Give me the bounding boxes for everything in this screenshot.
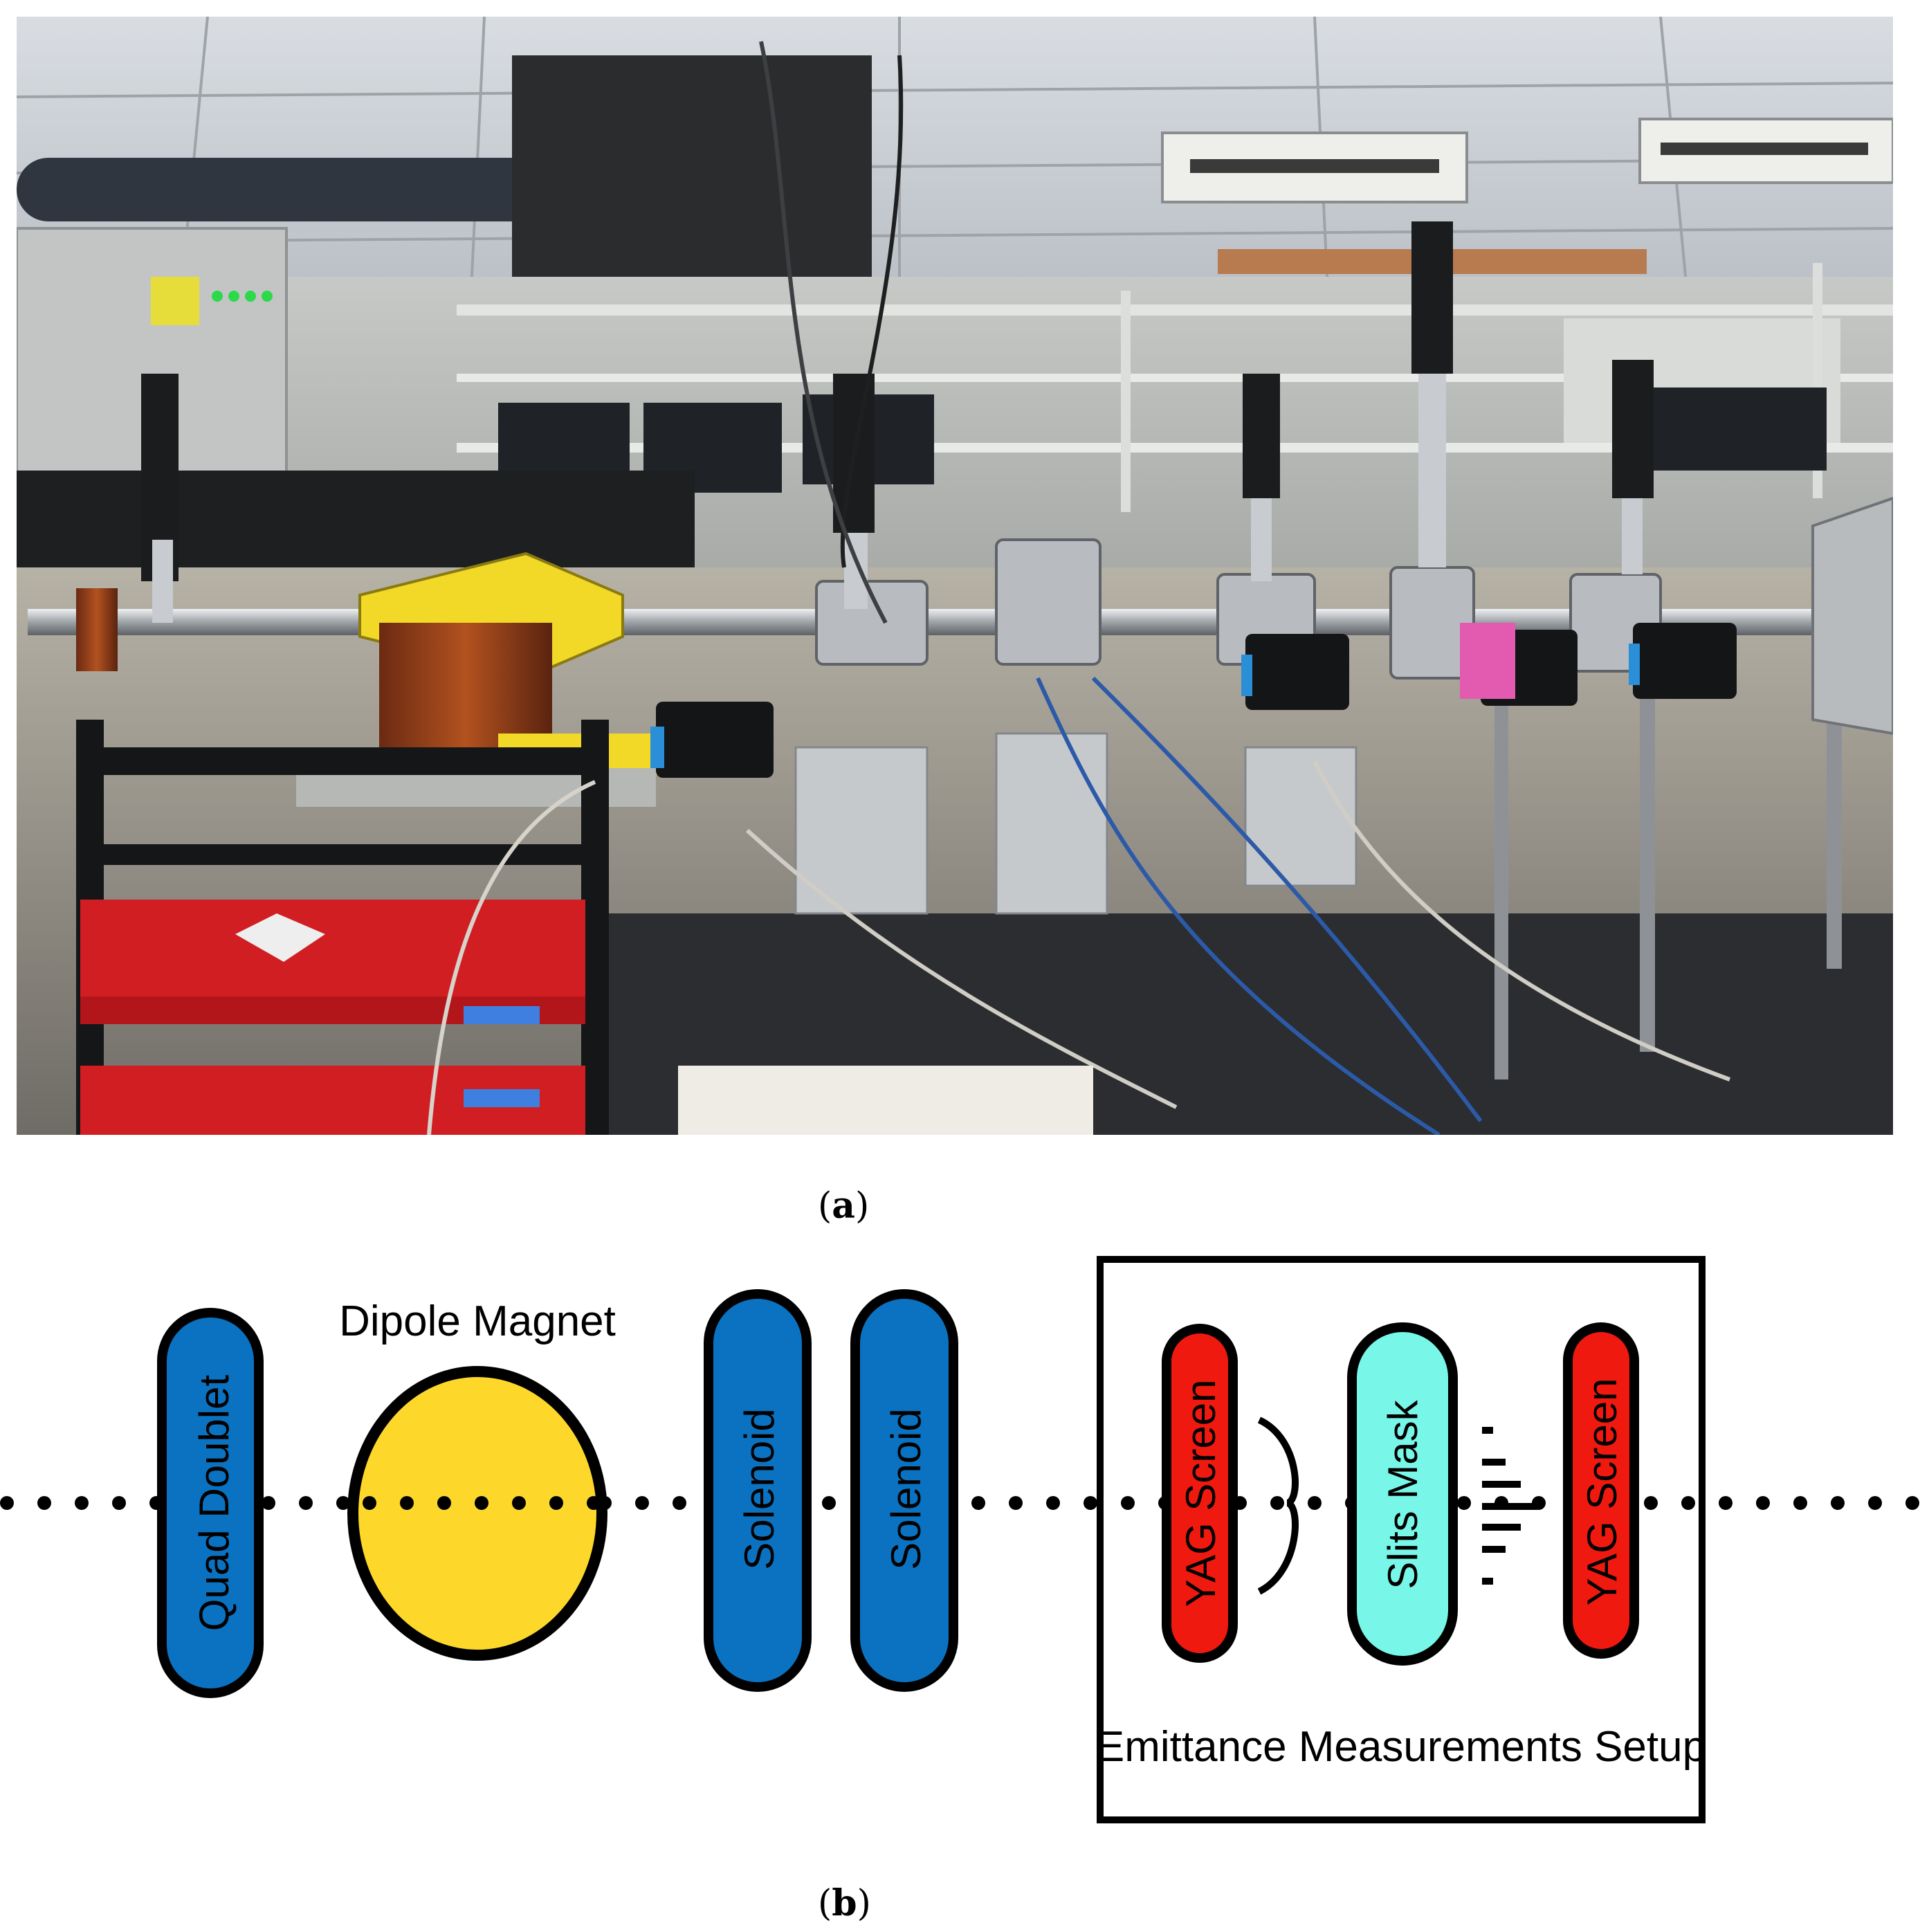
quad-coil-photo	[76, 588, 118, 671]
solenoid-1-shape	[704, 1289, 812, 1692]
setup-box-frame	[1097, 1256, 1706, 1823]
ac-vent-left	[1190, 159, 1439, 173]
dipole-magnet: Dipole Magnet	[339, 1297, 616, 1661]
ventilation-duct	[17, 158, 639, 221]
lab-photo	[17, 17, 1893, 1135]
yag-screen-1-shape	[1162, 1324, 1238, 1663]
cables	[427, 41, 1731, 1135]
quad-doublet: Quad Doublet	[157, 1308, 264, 1698]
beamlets	[1482, 1427, 1537, 1585]
caption-a: (a)	[818, 1185, 869, 1227]
slits-mask: Slits Mask	[1347, 1322, 1458, 1666]
support-posts	[1494, 678, 1842, 1079]
warning-sticker	[151, 277, 199, 325]
yag-screen-1: YAG Screen	[1162, 1324, 1238, 1663]
solenoid-1-label: Solenoid	[736, 1408, 783, 1570]
yag-screen-2-label: YAG Screen	[1579, 1378, 1625, 1605]
solenoid-1: Solenoid	[704, 1289, 812, 1692]
cabinet-leds	[212, 291, 273, 302]
pink-mount	[1460, 623, 1515, 699]
right-housing	[1811, 496, 1893, 736]
setup-box-label: Emittance Measurements Setup	[1096, 1723, 1706, 1771]
yag-screen-2: YAG Screen	[1563, 1322, 1639, 1659]
solenoid-2-shape	[850, 1289, 958, 1692]
slits-mask-shape	[1347, 1322, 1458, 1666]
yag-screen-2-shape	[1563, 1322, 1639, 1659]
power-supplies	[80, 900, 585, 1135]
yag-screen-1-label: YAG Screen	[1178, 1379, 1224, 1607]
quad-doublet-shape	[157, 1308, 264, 1698]
ac-vent-right	[1661, 143, 1868, 155]
hanging-enclosure	[512, 55, 872, 304]
actuators	[141, 221, 1654, 623]
solenoid-2-label: Solenoid	[883, 1408, 929, 1570]
caption-b: (b)	[818, 1882, 871, 1924]
dipole-magnet-shape	[347, 1366, 607, 1661]
foreground-panel	[678, 1066, 1093, 1135]
beam-profile-curve	[1257, 1416, 1299, 1595]
beamline-diagram: Quad Doublet Dipole Magnet Solenoid Sole…	[0, 1256, 1929, 1823]
emittance-setup-box: YAG Screen Slits Mask	[1096, 1256, 1706, 1823]
slits-mask-label: Slits Mask	[1380, 1399, 1426, 1589]
dipole-magnet-label: Dipole Magnet	[339, 1297, 616, 1345]
solenoid-2: Solenoid	[850, 1289, 958, 1692]
quad-doublet-label: Quad Doublet	[191, 1375, 237, 1632]
support-stands	[794, 732, 1357, 915]
